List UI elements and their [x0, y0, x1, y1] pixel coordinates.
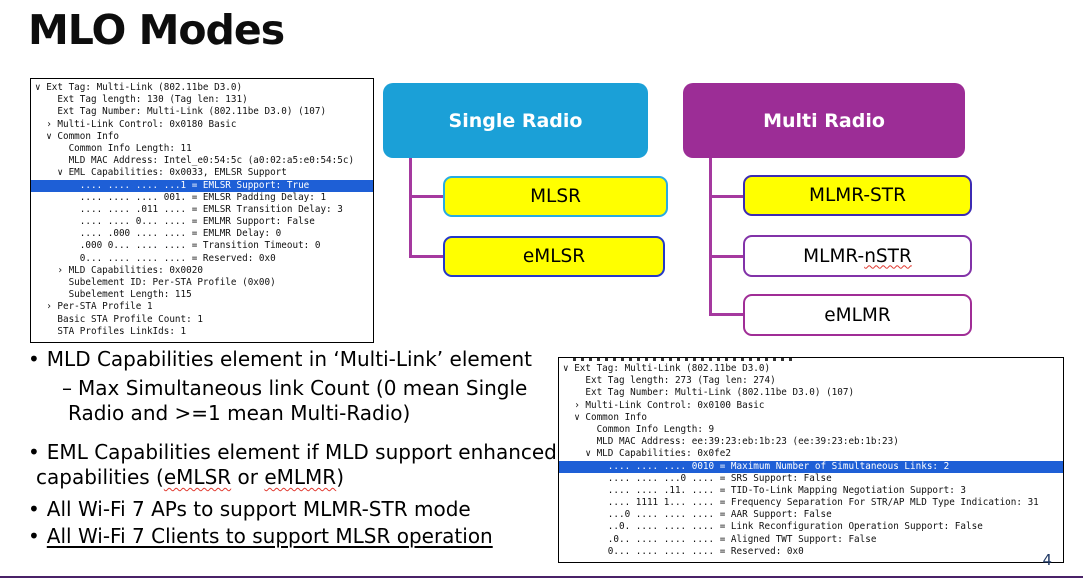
mlmr-nstr-prefix: MLMR-	[803, 245, 865, 267]
mlsr-node: MLSR	[443, 176, 668, 217]
packet-tree-row: Subelement Length: 115	[35, 289, 192, 301]
mlmr-str-label: MLMR-STR	[809, 185, 906, 206]
bullet-clients-mlsr: •All Wi-Fi 7 Clients to support MLSR ope…	[28, 524, 565, 549]
packet-tree-row: Common Info Length: 11	[35, 142, 192, 154]
bullet-marker: •	[28, 524, 40, 549]
bullet-text-segment: EML Capabilities element if MLD support …	[36, 439, 557, 489]
bullet-mld-capabilities: •MLD Capabilities element in ‘Multi-Link…	[28, 347, 565, 372]
packet-tree-row: MLD MAC Address: Intel_e0:54:5c (a0:02:a…	[35, 155, 355, 167]
clipped-text-remnant	[573, 358, 797, 361]
bullet-text: All Wi-Fi 7 APs to support MLMR-STR mode	[46, 497, 471, 522]
packet-tree-row: 0... .... .... .... = Reserved: 0x0	[35, 252, 276, 264]
spellcheck-word-emlmr: eMLMR	[264, 464, 337, 489]
packet-detail-pane-left: ∨ Ext Tag: Multi-Link (802.11be D3.0) Ex…	[30, 78, 374, 343]
packet-tree-row: ..0. .... .... .... = Link Reconfigurati…	[563, 521, 983, 533]
bullet-marker: •	[28, 347, 40, 371]
bullet-ap-mlmr-str: •All Wi-Fi 7 APs to support MLMR-STR mod…	[28, 497, 565, 522]
packet-tree-row: Subelement ID: Per-STA Profile (0x00)	[35, 277, 276, 288]
sub-bullet-text: Max Simultaneous link Count (0 mean Sing…	[68, 376, 528, 426]
multi-radio-header: Multi Radio	[683, 83, 965, 158]
bullet-marker: •	[28, 439, 40, 464]
packet-tree-row-highlighted: .... .... .... 0010 = Maximum Number of …	[559, 460, 1063, 473]
slide-bottom-rule	[0, 576, 1083, 579]
connector-single-to-mlsr	[409, 195, 443, 198]
mlmr-nstr-spellcheck-word: nSTR	[864, 245, 912, 267]
packet-tree-row: STA Profiles LinkIds: 1	[35, 325, 187, 337]
packet-tree-row: 0... .... .... .... = Reserved: 0x0	[563, 545, 804, 557]
packet-detail-pane-right: ∨ Ext Tag: Multi-Link (802.11be D3.0) Ex…	[558, 357, 1064, 563]
slide-title: MLO Modes	[28, 6, 285, 54]
packet-tree-row: Basic STA Profile Count: 1	[35, 313, 203, 325]
packet-tree-row: › Multi-Link Control: 0x0180 Basic	[35, 118, 237, 130]
packet-tree-row: Ext Tag length: 130 (Tag len: 131)	[35, 94, 248, 106]
packet-tree-row: › Per-STA Profile 1	[35, 301, 153, 313]
page-number: 4	[1042, 551, 1052, 569]
connector-single-to-emlsr	[409, 255, 443, 258]
packet-tree-row: › Multi-Link Control: 0x0100 Basic	[563, 399, 765, 411]
bullet-marker: •	[28, 497, 40, 522]
bullet-text-segment: or	[231, 464, 265, 489]
packet-tree-row: ...0 .... .... .... = AAR Support: False	[563, 509, 832, 521]
packet-tree-row-highlighted: .... .... .... ...1 = EMLSR Support: Tru…	[31, 179, 373, 192]
packet-tree-row: Ext Tag Number: Multi-Link (802.11be D3.…	[35, 106, 327, 118]
packet-tree-row: ∨ EML Capabilities: 0x0033, EMLSR Suppor…	[35, 167, 287, 179]
packet-tree-row: .0.. .... .... .... = Aligned TWT Suppor…	[563, 533, 877, 545]
connector-multi-to-mlmr-nstr	[709, 255, 743, 258]
packet-tree-row: › MLD Capabilities: 0x0020	[35, 264, 203, 276]
packet-tree-row: .... .... .11. .... = TID-To-Link Mappin…	[563, 484, 966, 496]
bullet-text: MLD Capabilities element in ‘Multi-Link’…	[46, 347, 532, 371]
packet-tree-row: Common Info Length: 9	[563, 423, 715, 435]
emlmr-node: eMLMR	[743, 294, 972, 336]
mlmr-nstr-label: MLMR-nSTR	[803, 246, 912, 267]
bullet-eml-capabilities: •EML Capabilities element if MLD support…	[28, 440, 565, 490]
bullet-text: EML Capabilities element if MLD support …	[36, 440, 557, 489]
bullet-text-underlined: All Wi-Fi 7 Clients to support MLSR oper…	[46, 524, 493, 549]
packet-tree-row: ∨ Common Info	[35, 130, 119, 142]
packet-tree-row: .000 0... .... .... = Transition Timeout…	[35, 240, 321, 252]
bullet-text-segment: )	[336, 464, 345, 489]
packet-tree-row: .... .... .011 .... = EMLSR Transition D…	[35, 203, 343, 215]
mlmr-nstr-node: MLMR-nSTR	[743, 235, 972, 277]
emlsr-node: eMLSR	[443, 236, 665, 277]
packet-tree-row: Ext Tag Number: Multi-Link (802.11be D3.…	[563, 387, 855, 399]
packet-tree-row: .... .... 0... .... = EMLMR Support: Fal…	[35, 216, 315, 228]
packet-tree-row: ∨ Ext Tag: Multi-Link (802.11be D3.0)	[35, 82, 243, 93]
connector-multi-to-emlmr	[709, 313, 743, 316]
bullet-list: •MLD Capabilities element in ‘Multi-Link…	[28, 347, 565, 549]
packet-tree-row: .... 1111 1... .... = Frequency Separati…	[563, 497, 1039, 509]
packet-tree-row: MLD MAC Address: ee:39:23:eb:1b:23 (ee:3…	[563, 436, 899, 448]
emlmr-label: eMLMR	[824, 304, 891, 326]
multi-radio-label: Multi Radio	[763, 109, 885, 132]
packet-tree-row: .... .... ...0 .... = SRS Support: False	[563, 472, 832, 484]
packet-tree-row: .... .... .... 001. = EMLSR Padding Dela…	[35, 191, 327, 203]
packet-tree-row: .... .000 .... .... = EMLMR Delay: 0	[35, 228, 282, 240]
packet-tree-row: ∨ MLD Capabilities: 0x0fe2	[563, 448, 731, 460]
single-radio-header: Single Radio	[383, 83, 648, 158]
packet-tree-row: Ext Tag length: 273 (Tag len: 274)	[563, 375, 776, 387]
packet-tree-row: ∨ Common Info	[563, 411, 647, 423]
mlsr-label: MLSR	[530, 186, 581, 207]
connector-multi-to-mlmr-str	[709, 195, 743, 198]
emlsr-label: eMLSR	[522, 246, 586, 267]
sub-bullet-max-simultaneous-links: –Max Simultaneous link Count (0 mean Sin…	[28, 376, 565, 426]
spellcheck-word-emlsr: eMLSR	[163, 464, 232, 489]
single-radio-label: Single Radio	[448, 109, 583, 132]
mlmr-str-node: MLMR-STR	[743, 175, 972, 216]
packet-tree-row: ∨ Ext Tag: Multi-Link (802.11be D3.0)	[563, 363, 771, 374]
connector-multi-vertical	[709, 158, 712, 315]
sub-bullet-marker: –	[62, 376, 72, 401]
connector-single-vertical	[409, 158, 412, 257]
